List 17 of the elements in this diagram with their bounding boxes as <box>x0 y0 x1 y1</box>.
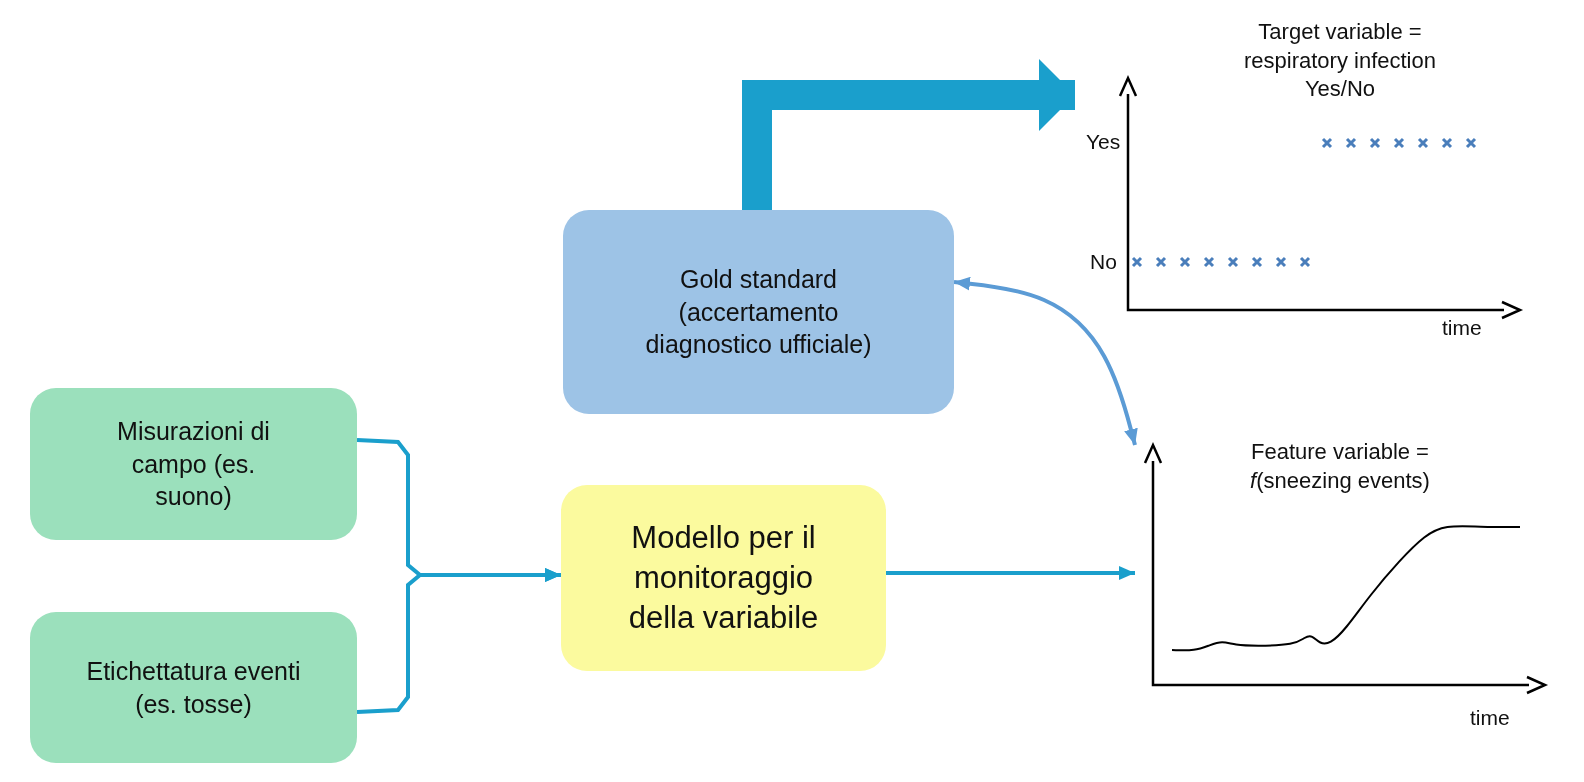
chart-title: Target variable = respiratory infection Yes/No <box>1243 18 1437 104</box>
axis-tick-label: No <box>1090 250 1117 274</box>
arrow <box>742 59 1075 210</box>
process-box <box>30 388 357 540</box>
box-text: Gold standard (accertamento diagnostico ufficiale) <box>644 264 873 361</box>
process-box <box>563 210 954 414</box>
box-text: Modello per il monitoraggio della variabile <box>627 518 820 638</box>
process-box <box>30 612 357 763</box>
chart-title: Feature variable = f(sneezing events) <box>1249 438 1431 495</box>
box-text: Etichettatura eventi (es. tosse) <box>85 656 302 720</box>
axis-label: time <box>1442 316 1482 340</box>
axis-tick-label: Yes <box>1086 130 1121 154</box>
arrow <box>886 566 1135 580</box>
arrow <box>953 276 1138 446</box>
axis-label: time <box>1470 706 1510 730</box>
process-box <box>561 485 886 671</box>
box-text: Misurazioni di campo (es. suono) <box>116 416 271 513</box>
